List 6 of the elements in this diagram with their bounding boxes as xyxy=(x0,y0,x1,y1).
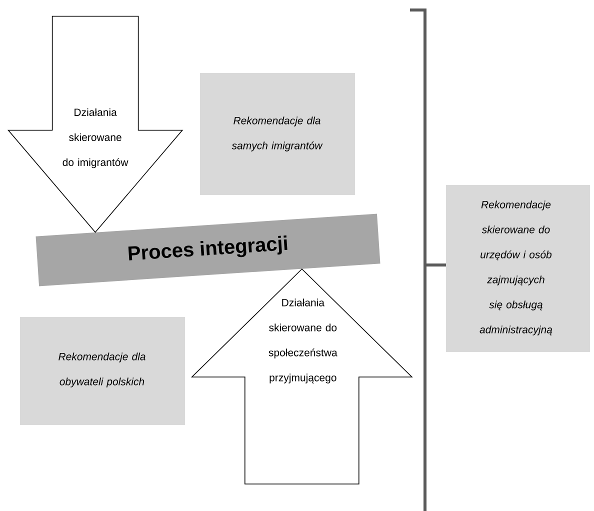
edge-label: Działania skierowane do społeczeństwa przyjmującego xyxy=(268,298,338,384)
edge-label: Działania skierowane do imigrantów xyxy=(62,108,128,168)
recommendation-box: Rekomendacje skierowane do urzędów i osób zajmujących się obsługą administracyjną xyxy=(446,185,590,352)
process-bar: Proces integracji xyxy=(36,214,380,286)
recommendation-box: Rekomendacje dla samych imigrantów xyxy=(200,73,355,195)
recommendation-box: Rekomendacje dla obywateli polskich xyxy=(20,317,185,425)
